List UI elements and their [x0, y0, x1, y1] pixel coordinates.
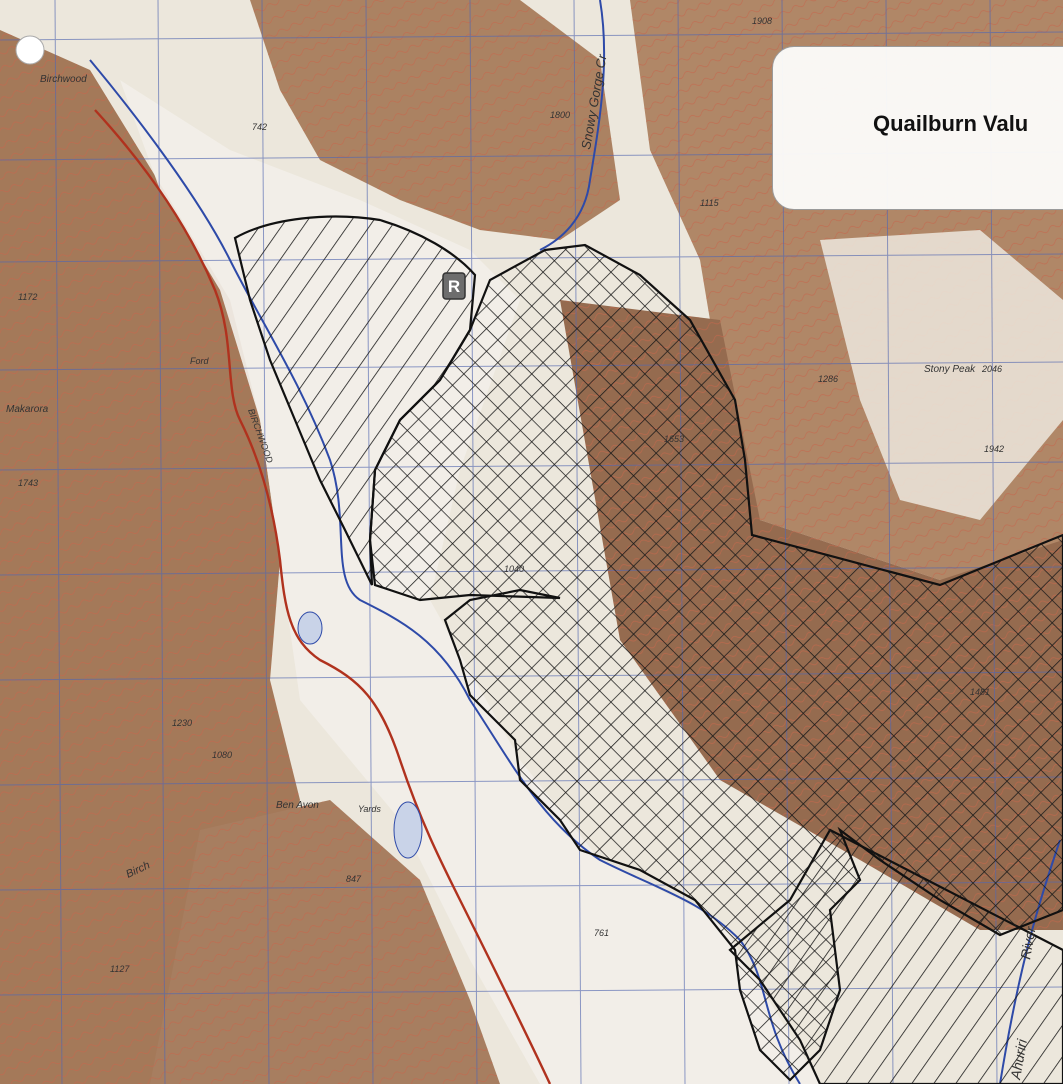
peak-label: Stony Peak: [924, 364, 976, 375]
height-label: 1040: [504, 564, 524, 574]
river-label: River: [1017, 924, 1039, 960]
place-label: Birchwood: [40, 74, 87, 85]
place-label: Ben Avon: [276, 800, 319, 811]
height-label: 1743: [18, 478, 38, 488]
height-label: 1080: [212, 750, 232, 760]
height-label: 2046: [981, 364, 1002, 374]
corner-mark: [15, 35, 45, 65]
height-label: 761: [594, 928, 609, 938]
height-label: 1172: [18, 292, 37, 302]
height-label: 1942: [984, 444, 1004, 454]
height-label: 1653: [664, 434, 684, 444]
height-label: 1800: [550, 110, 570, 120]
height-label: 847: [346, 874, 362, 884]
map-title: Quailburn Valu: [873, 111, 1029, 136]
place-label: Makarora: [6, 404, 49, 415]
height-label: 1481: [970, 687, 990, 697]
r-marker: R: [442, 272, 466, 300]
road: [94, 109, 552, 1084]
height-label: 1115: [700, 198, 720, 208]
height-label: 1908: [752, 16, 772, 26]
cross-hatch-zone: [368, 243, 1063, 1082]
height-label: 1286: [818, 374, 838, 384]
r-marker-label: R: [448, 277, 460, 296]
height-label: 742: [252, 122, 267, 132]
river-label: Ahuriri: [1007, 1037, 1030, 1081]
height-label: 1230: [172, 718, 192, 728]
height-label: 1127: [110, 964, 130, 974]
water-bodies: [297, 611, 423, 859]
title-box: Quailburn Valu: [772, 46, 1063, 210]
place-label: Ford: [190, 356, 210, 366]
place-label: Yards: [358, 804, 381, 814]
